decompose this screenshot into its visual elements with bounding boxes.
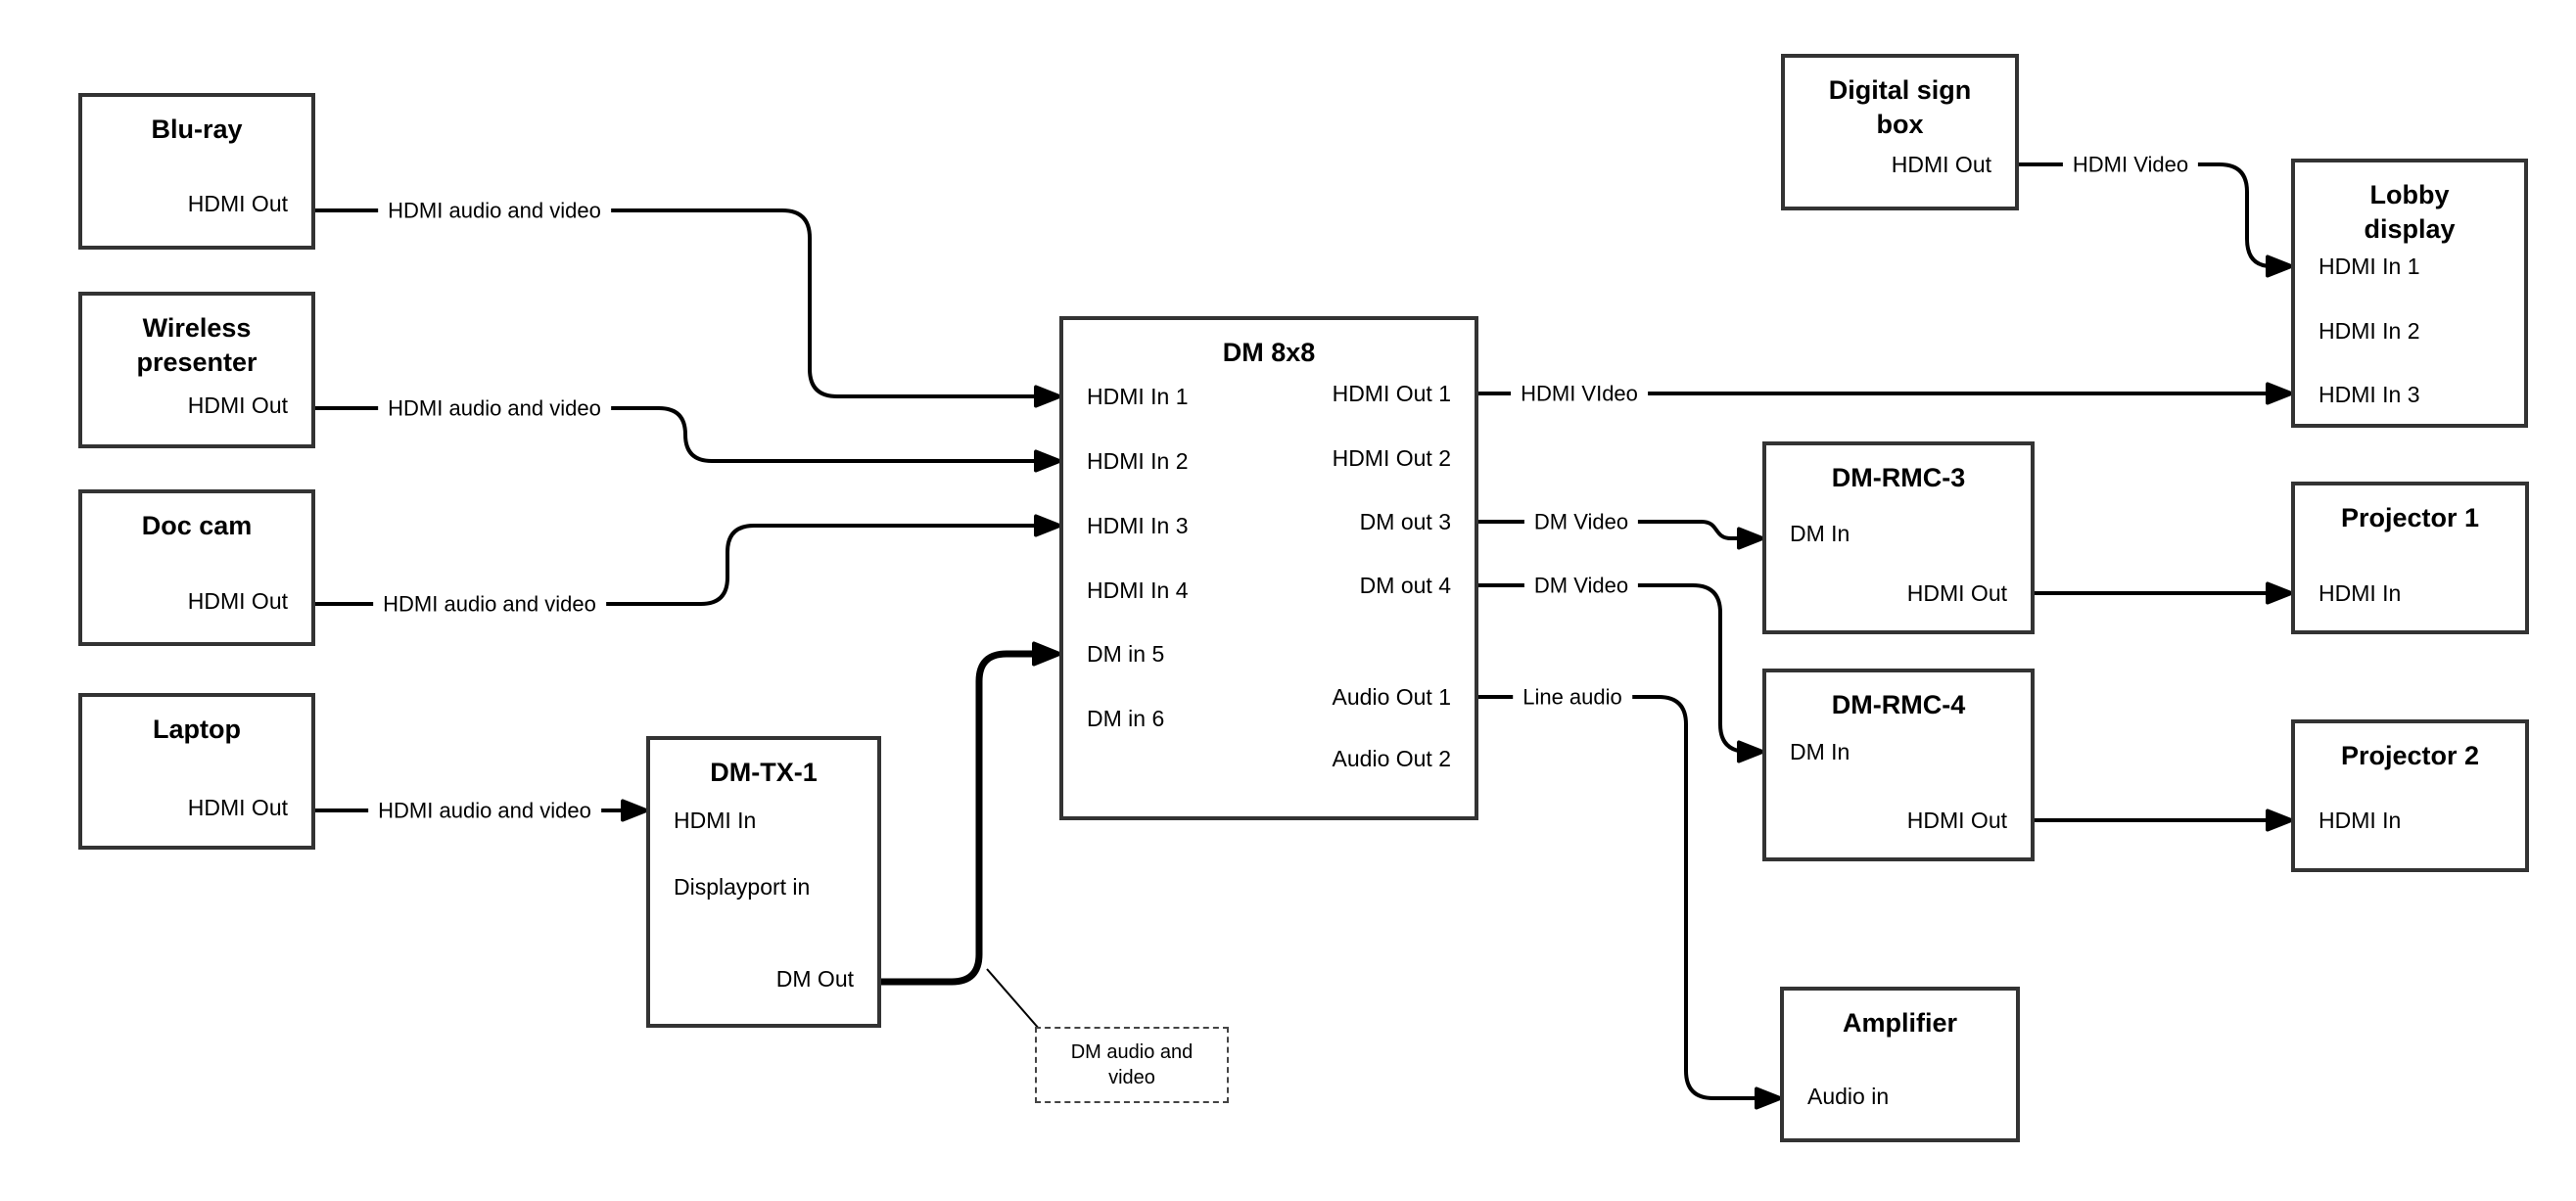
arrowhead [2266,382,2293,405]
node-title: DM-TX-1 [710,758,818,787]
node-title: DM 8x8 [1222,338,1316,367]
node-title: Projector 1 [2340,503,2480,532]
edge-label-hdmi-video-out1: HDMI VIdeo [1511,380,1648,407]
port-dm-out-4: DM out 4 [1359,573,1451,598]
arrowhead [2266,254,2293,278]
port-hdmi-in: HDMI In [674,808,757,833]
edge-label-hdmi-av-wireless: HDMI audio and video [378,394,611,422]
node-dm-rmc-4[interactable]: DM-RMC-4 DM In HDMI Out [1762,669,2035,861]
connector-dmtx1-dm8x8 [881,650,1034,986]
port-dm-in: DM In [1790,739,1850,764]
arrowhead [1737,740,1764,763]
node-title: Amplifier [1842,1008,1958,1038]
node-doc-cam[interactable]: Doc cam HDMI Out [78,489,315,646]
port-hdmi-out: HDMI Out [1906,808,2007,833]
node-dm-rmc-3[interactable]: DM-RMC-3 DM In HDMI Out [1762,441,2035,634]
edge-label-hdmi-av-bluray: HDMI audio and video [378,197,611,224]
port-hdmi-out-2: HDMI Out 2 [1332,445,1451,471]
edge-label-hdmi-video-sign: HDMI Video [2062,151,2199,178]
port-hdmi-in-2: HDMI In 2 [1087,448,1189,474]
node-digital-sign-box[interactable]: Digital sign box HDMI Out [1781,54,2019,210]
port-hdmi-in-1: HDMI In 1 [2318,254,2420,279]
port-hdmi-in-3: HDMI In 3 [2318,382,2420,407]
port-hdmi-out: HDMI Out [187,393,288,418]
port-dm-in: DM In [1790,521,1850,546]
edge-label-dm-video-out4: DM Video [1523,572,1639,599]
note-callout-line [986,968,1041,1031]
node-wireless-presenter[interactable]: Wireless presenter HDMI Out [78,292,315,448]
port-hdmi-in-4: HDMI In 4 [1087,577,1189,603]
port-dm-in-5: DM in 5 [1087,641,1165,667]
arrowhead [1737,527,1764,550]
node-title: Doc cam [141,511,253,540]
node-title: Laptop [153,715,241,744]
connector-dm8x8-amplifier [1478,695,1756,1100]
edge-label-hdmi-av-doccam: HDMI audio and video [373,590,606,618]
node-title: Wireless presenter [136,313,258,377]
port-audio-out-1: Audio Out 1 [1332,684,1451,710]
port-hdmi-in-1: HDMI In 1 [1087,384,1189,409]
node-projector-1[interactable]: Projector 1 HDMI In [2291,482,2529,634]
node-title: DM-RMC-4 [1831,690,1966,719]
arrowhead [2266,808,2293,832]
connector-dm8x8-dmrmc4 [1478,583,1749,754]
port-dm-out: DM Out [775,966,854,992]
arrowhead [1034,514,1061,537]
edge-label-line-audio: Line audio [1513,683,1632,711]
node-lobby-display[interactable]: Lobby display HDMI In 1 HDMI In 2 HDMI I… [2291,159,2528,428]
arrowhead [1034,385,1061,408]
node-dm-8x8[interactable]: DM 8x8 HDMI In 1 HDMI In 2 HDMI In 3 HDM… [1059,316,1478,820]
node-title: Projector 2 [2340,741,2480,770]
port-hdmi-in: HDMI In [2318,808,2402,833]
port-hdmi-in: HDMI In [2318,580,2402,606]
node-title: Blu-ray [151,115,243,144]
arrowhead [1755,1086,1782,1110]
port-hdmi-in-3: HDMI In 3 [1087,513,1189,538]
node-amplifier[interactable]: Amplifier Audio in [1780,987,2020,1142]
arrowhead [621,799,648,822]
connector-wireless-dm8x8 [315,406,1036,463]
port-hdmi-out: HDMI Out [1891,152,1991,177]
node-title: Lobby display [2364,180,2456,244]
port-hdmi-out: HDMI Out [187,191,288,216]
node-laptop[interactable]: Laptop HDMI Out [78,693,315,850]
port-audio-out-2: Audio Out 2 [1332,746,1451,771]
arrowhead [1032,641,1061,667]
node-dm-tx-1[interactable]: DM-TX-1 HDMI In Displayport in DM Out [646,736,881,1028]
arrowhead [2266,581,2293,605]
port-dm-out-3: DM out 3 [1359,509,1451,534]
node-blu-ray[interactable]: Blu-ray HDMI Out [78,93,315,250]
port-hdmi-out: HDMI Out [187,795,288,820]
node-title: Digital sign box [1828,75,1972,139]
port-hdmi-in-2: HDMI In 2 [2318,318,2420,344]
node-title: DM-RMC-3 [1831,463,1966,492]
port-audio-in: Audio in [1807,1084,1890,1109]
connector-doccam-dm8x8 [315,524,1036,606]
connector-bluray-dm8x8 [315,208,1036,398]
port-dm-in-6: DM in 6 [1087,706,1165,731]
port-hdmi-out: HDMI Out [187,588,288,614]
arrowhead [1034,449,1061,473]
node-projector-2[interactable]: Projector 2 HDMI In [2291,719,2529,872]
connector-sign-lobby [2019,162,2272,268]
port-hdmi-out: HDMI Out [1906,580,2007,606]
port-displayport-in: Displayport in [674,874,811,900]
note-dm-audio-video: DM audio and video [1035,1027,1229,1103]
connector-dm8x8-dmrmc3 [1478,520,1739,540]
port-hdmi-out-1: HDMI Out 1 [1332,381,1451,406]
edge-label-hdmi-av-laptop: HDMI audio and video [368,797,601,824]
edge-label-dm-video-out3: DM Video [1523,508,1639,535]
